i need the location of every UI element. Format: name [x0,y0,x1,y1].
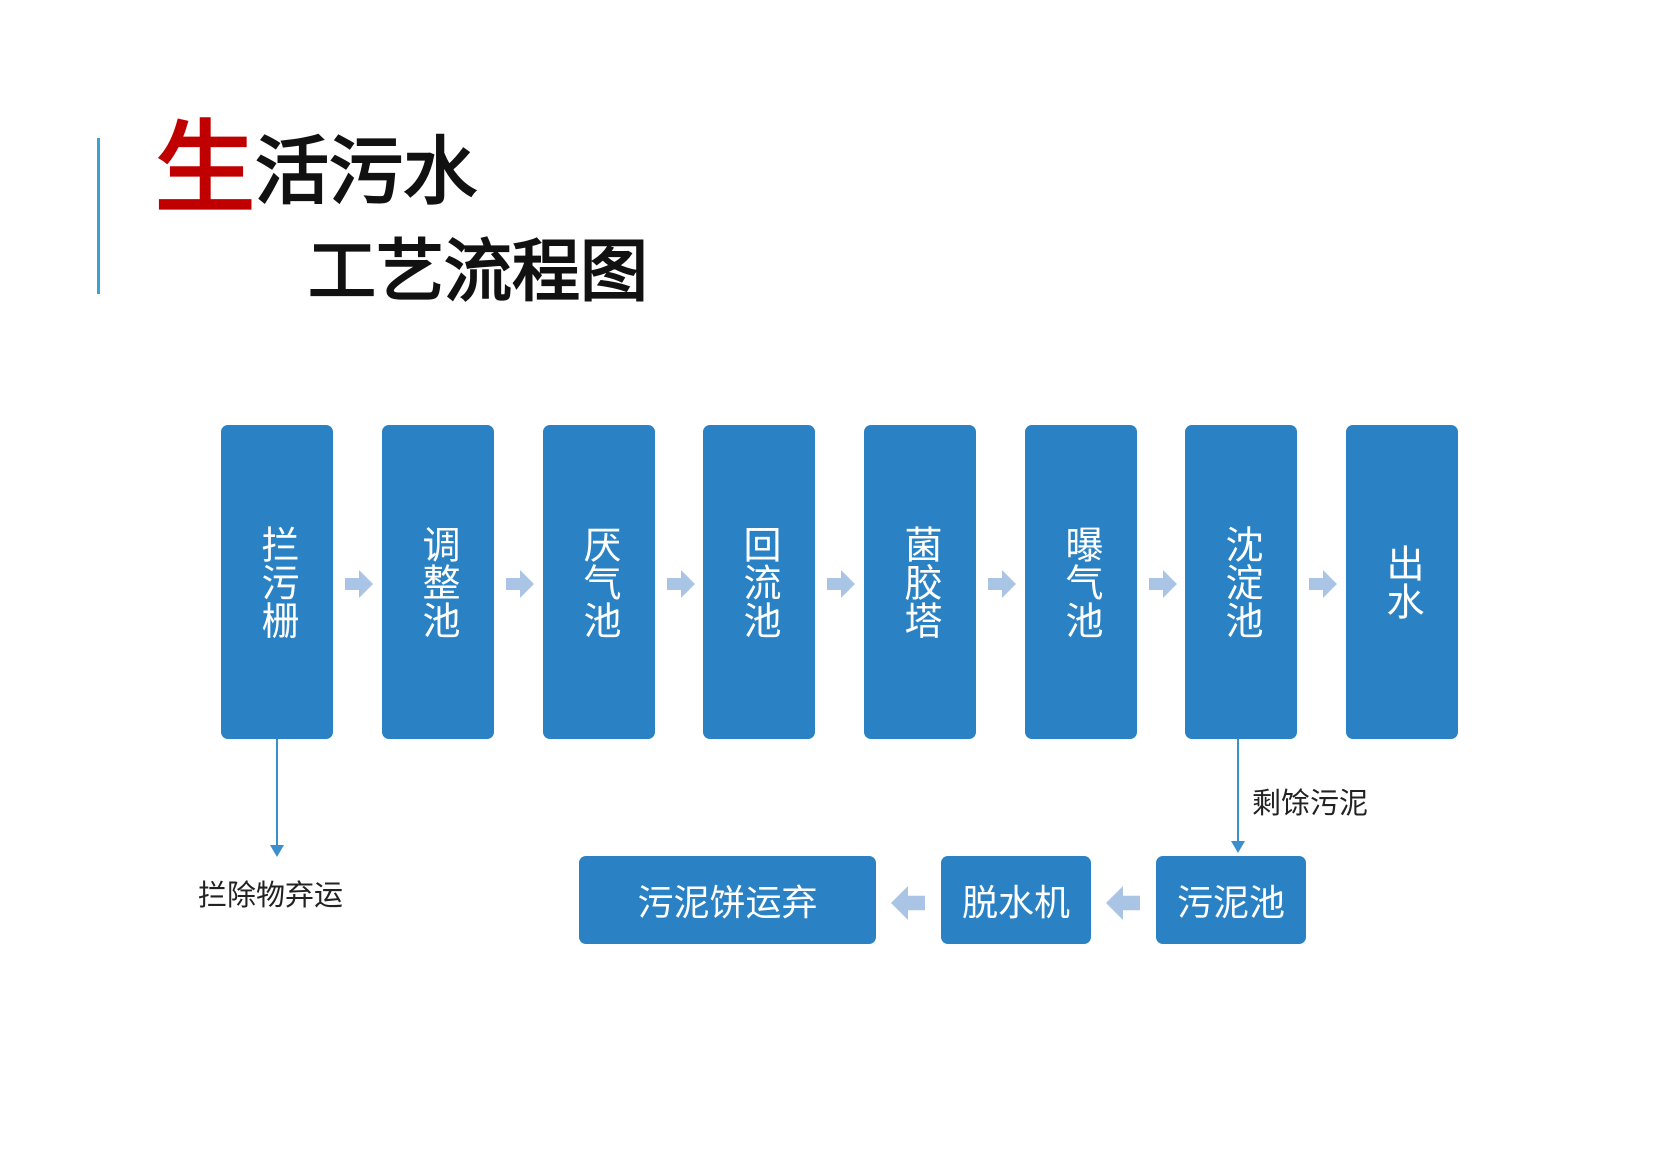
sludge-tank-box: 污泥池 [1156,856,1306,944]
right-arrow-icon [345,570,373,598]
step-label: 曝气池 [1059,525,1103,639]
step-label: 厌气池 [577,525,621,639]
step-equalization-tank: 调整池 [382,425,494,739]
excess-sludge-note: 剩馀污泥 [1252,786,1369,820]
right-arrow-icon [667,570,695,598]
right-arrow-icon [988,570,1016,598]
sludge-tank-label: 污泥池 [1176,883,1285,924]
step-label: 菌胶塔 [898,525,942,639]
title-line-1: 生活污水 [155,118,477,218]
right-arrow-icon [827,570,855,598]
step-zoogloea-tower: 菌胶塔 [864,425,976,739]
step-label: 回流池 [737,525,781,639]
right-arrow-icon [1149,570,1177,598]
sludge-cake-disposal-label: 污泥饼运弃 [637,883,818,924]
step-aeration-tank: 曝气池 [1025,425,1137,739]
screen-removal-note: 拦除物弃运 [198,878,344,912]
step-effluent: 出水 [1346,425,1458,739]
step-return-tank: 回流池 [703,425,815,739]
left-arrow-icon [891,886,925,920]
dewatering-machine-box: 脱水机 [941,856,1091,944]
right-arrow-icon [506,570,534,598]
title-accent-bar [97,138,100,294]
dewatering-machine-label: 脱水机 [961,883,1070,924]
step-bar-screen: 拦污栅 [221,425,333,739]
step-label: 拦污栅 [255,525,299,639]
title-line-2: 工艺流程图 [308,232,649,312]
title-rest: 活污水 [255,129,477,215]
left-arrow-icon [1106,886,1140,920]
title-first-char: 生 [155,109,255,227]
step-label: 出水 [1380,544,1424,620]
step-sedimentation-tank: 沈淀池 [1185,425,1297,739]
step-label: 调整池 [416,525,460,639]
sludge-cake-disposal-box: 污泥饼运弃 [579,856,876,944]
down-arrow-icon [1231,841,1245,853]
step-anaerobic-tank: 厌气池 [543,425,655,739]
down-arrow-icon [270,845,284,857]
connector-line [276,739,278,847]
connector-line [1237,739,1239,843]
step-label: 沈淀池 [1219,525,1263,639]
right-arrow-icon [1309,570,1337,598]
